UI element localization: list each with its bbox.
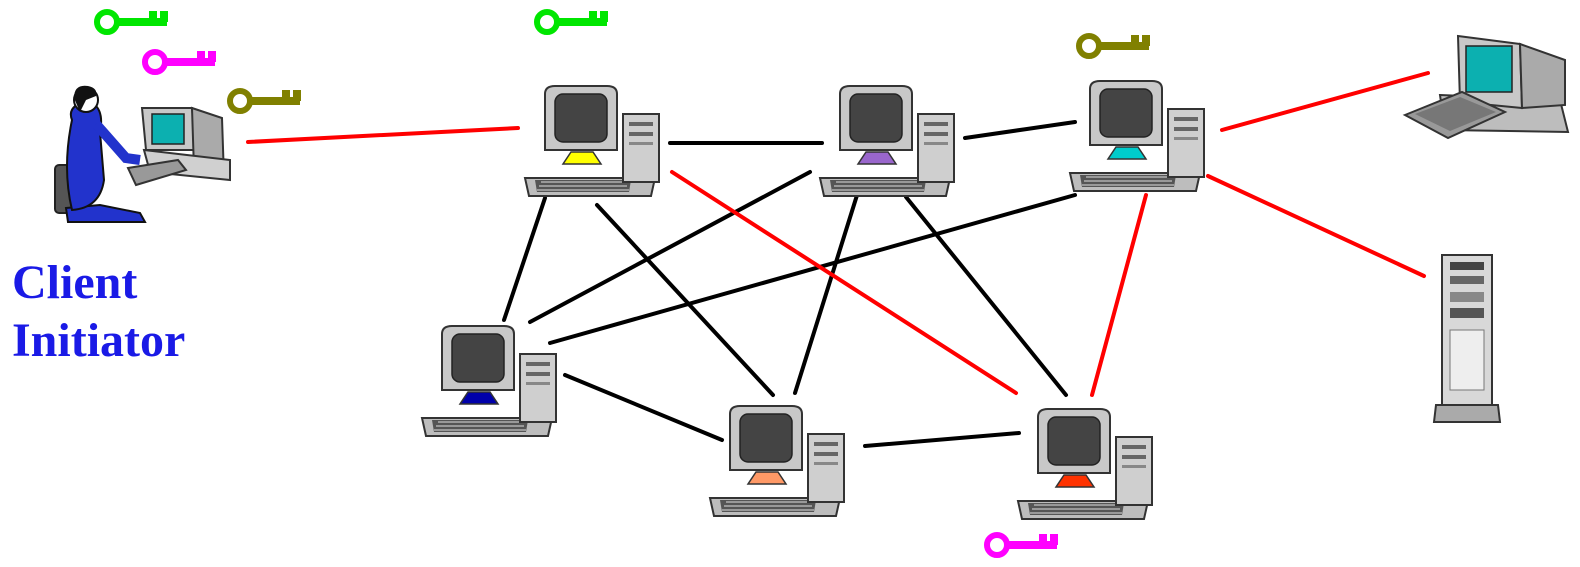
- key-icon: [987, 534, 1057, 555]
- circuit-link: [1220, 71, 1430, 132]
- key-icon: [1079, 35, 1149, 56]
- mesh-link: [563, 373, 724, 442]
- mesh-link: [528, 170, 812, 324]
- client-label-line2: Initiator: [12, 314, 186, 367]
- relay-computer-middle-left: [421, 325, 557, 437]
- relay-computer-top-left: [524, 85, 660, 197]
- client-label-line1: Client: [12, 256, 138, 309]
- circuit-link: [1090, 193, 1148, 397]
- relay-computer-bottom-right: [1017, 408, 1153, 520]
- relay-computer-top-middle: [819, 85, 955, 197]
- mesh-link: [793, 190, 860, 395]
- mesh-link: [595, 203, 775, 397]
- circuit-link: [246, 126, 520, 144]
- mesh-link: [904, 195, 1068, 397]
- person-at-computer-icon: [54, 85, 231, 223]
- mesh-links: [502, 120, 1077, 448]
- key-icon: [145, 51, 215, 72]
- server-rack-icon: [1432, 254, 1502, 423]
- key-icon: [230, 90, 300, 111]
- mesh-link: [963, 120, 1077, 140]
- teal-desktop-computer-icon: [1402, 34, 1570, 140]
- relay-computer-bottom-middle: [709, 405, 845, 517]
- circuit-link: [670, 170, 1018, 395]
- key-icon: [537, 11, 607, 32]
- mesh-link: [548, 193, 1077, 345]
- key-icon: [97, 11, 167, 32]
- relay-computer-top-right: [1069, 80, 1205, 192]
- circuit-links: [246, 71, 1430, 397]
- circuit-link: [1206, 174, 1426, 278]
- mesh-link: [863, 431, 1021, 448]
- mesh-link: [502, 196, 547, 322]
